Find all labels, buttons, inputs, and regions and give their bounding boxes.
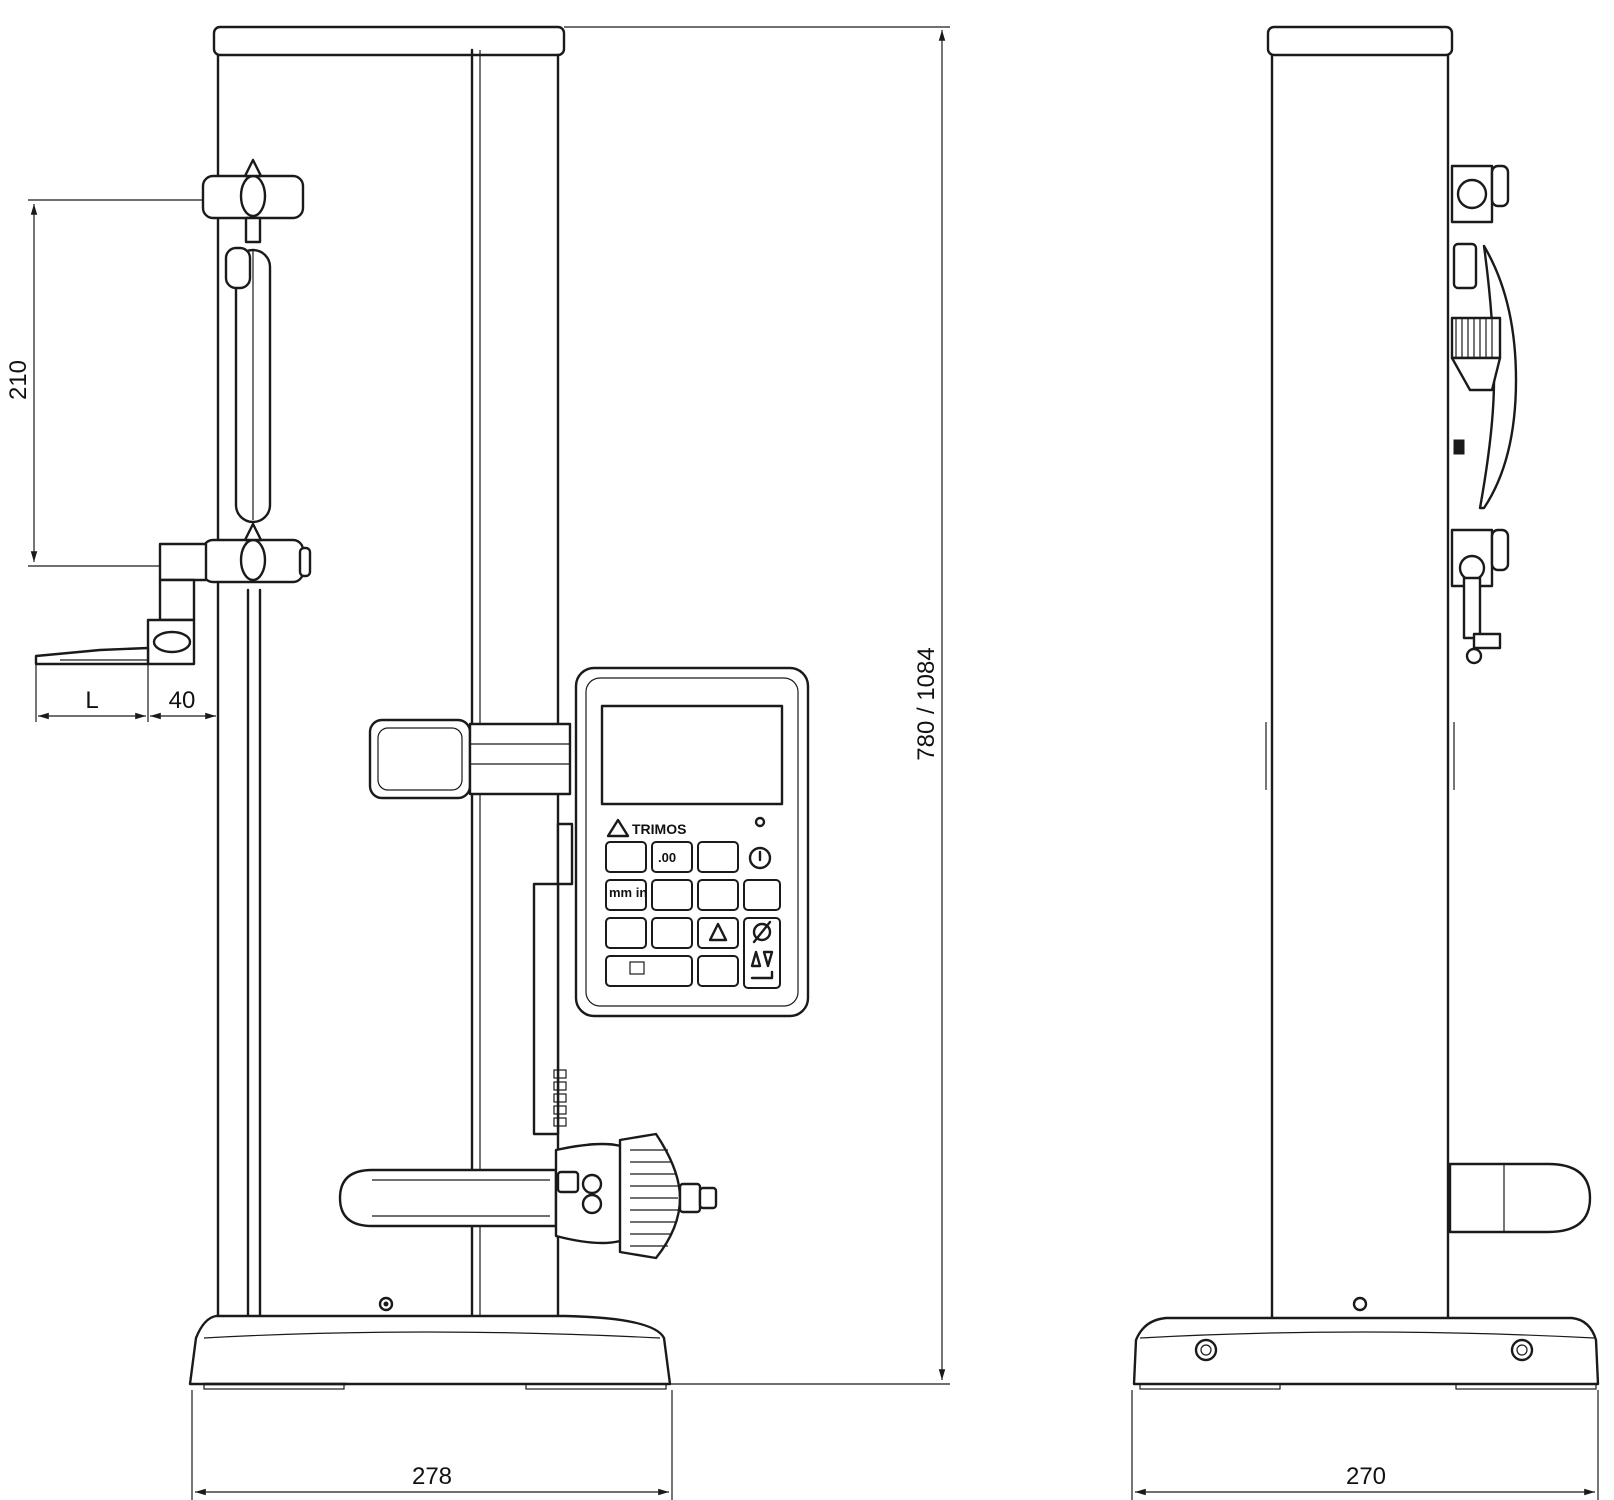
key-units[interactable] [605,879,647,911]
key-units-label: mm in [609,885,647,900]
dim-stylus-offset: 40 [169,687,196,714]
key-diameter[interactable] [743,917,781,989]
dim-stylus-range: 210 [5,360,32,400]
dim-stylus-length: L [85,687,98,714]
side-screw-icon [1352,1296,1368,1312]
display-unit: TRIMOS .00 mm in [574,666,810,1018]
key-print[interactable] [743,879,781,911]
key-up[interactable] [605,917,647,949]
status-led-icon [754,816,766,828]
key-down[interactable] [651,917,693,949]
side-view [1132,25,1600,1390]
foot-screw-icon [1510,1338,1534,1362]
column [216,48,560,1322]
keypad: .00 mm in [605,841,781,989]
key-zero[interactable] [605,955,693,987]
foot-screw-icon [1194,1338,1218,1362]
base [188,1296,672,1390]
dim-height: 780 / 1084 [913,647,940,760]
carriage [338,1132,718,1260]
key-hold[interactable] [697,955,739,987]
key-preset[interactable] [605,841,647,873]
dimensions: 210 L 40 780 / 1084 278 270 [5,26,1599,1500]
power-button-icon[interactable] [748,846,772,870]
side-top-cap [1266,25,1454,57]
stylus-bar [224,246,272,524]
column-top-cap [212,25,566,57]
display-arm [368,718,574,1136]
lower-clamp [34,522,312,666]
dim-side-depth: 270 [1346,1463,1386,1490]
key-delta[interactable] [697,917,739,949]
screw-icon [378,1296,394,1312]
key-resolution[interactable] [651,841,693,873]
key-probe[interactable] [697,841,739,873]
side-handle [1448,1162,1592,1234]
side-clamps [1450,164,1518,665]
key-resolution-label: .00 [658,850,676,865]
front-view: TRIMOS .00 mm in [34,25,810,1390]
upper-clamp [201,158,305,244]
dim-front-width: 278 [412,1463,452,1490]
lcd-screen [600,704,784,806]
side-base [1132,1316,1600,1390]
trimos-logo-icon [606,818,630,838]
key-list[interactable] [697,879,739,911]
brand-label: TRIMOS [632,821,686,837]
key-measure[interactable] [651,879,693,911]
